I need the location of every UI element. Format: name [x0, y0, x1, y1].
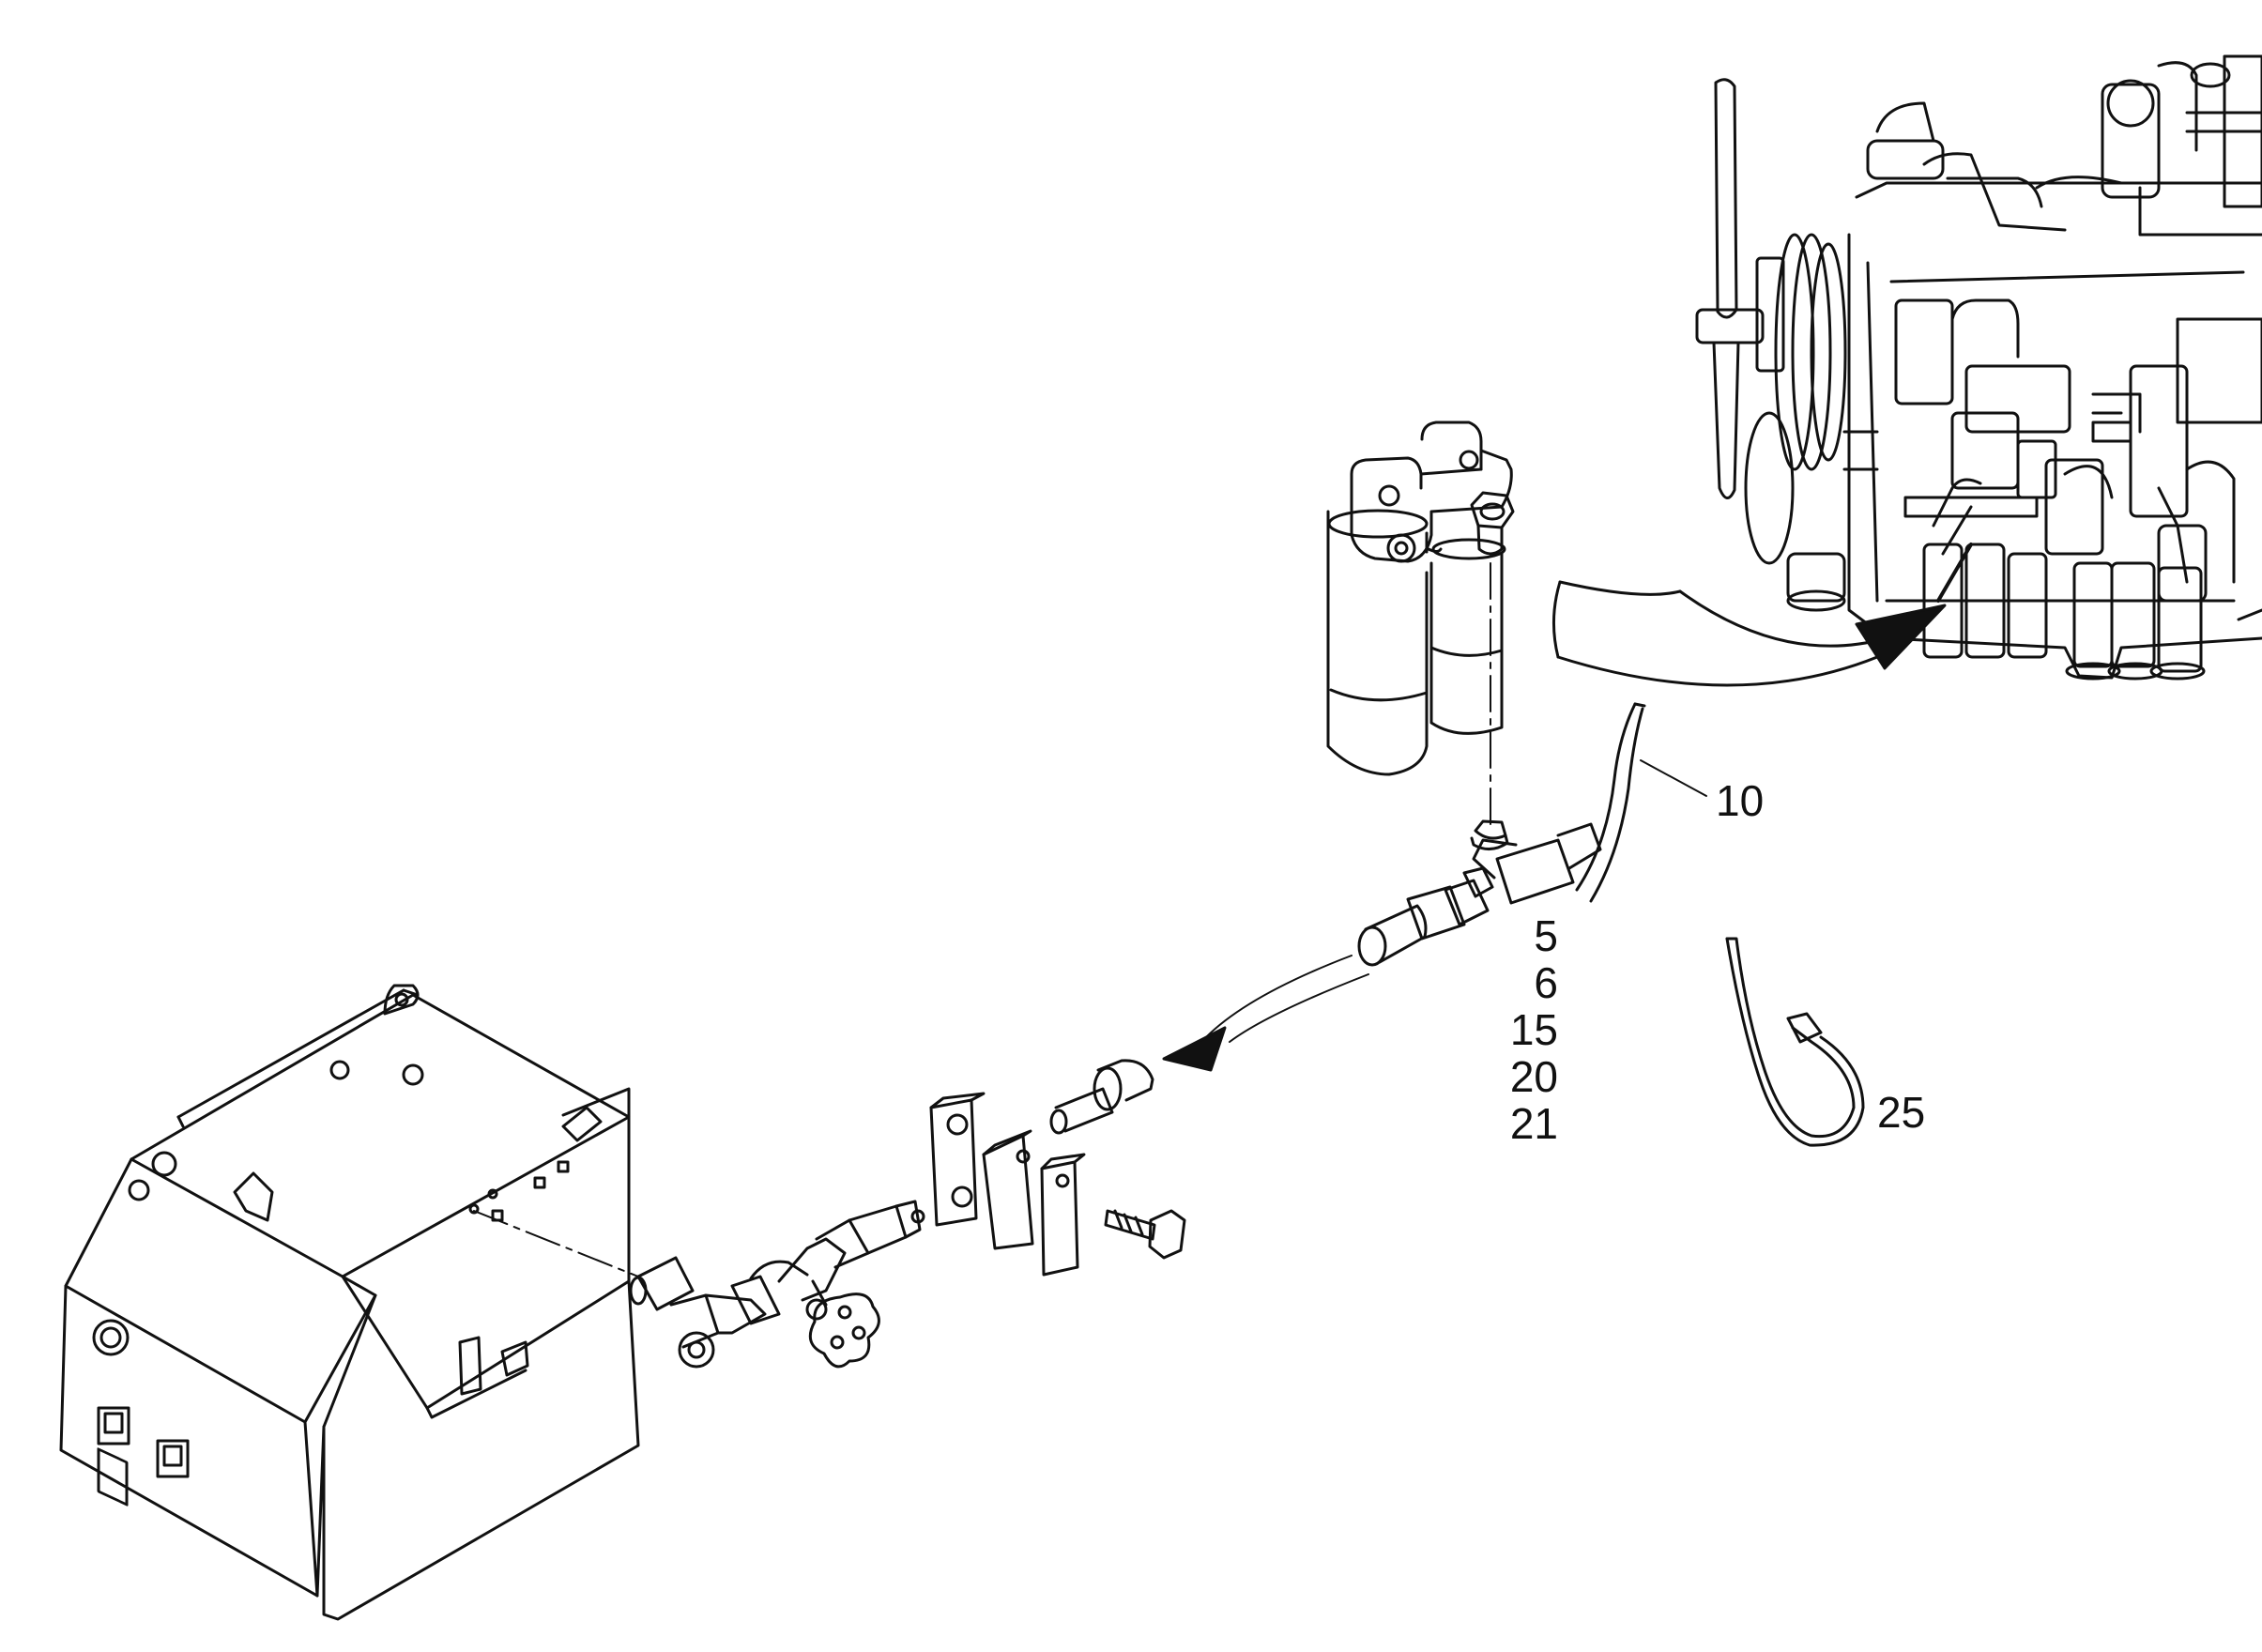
callout-10: 10	[1716, 776, 1765, 825]
hose-fitting	[1049, 1059, 1154, 1135]
heater-box	[59, 984, 640, 1621]
cable-tie	[1725, 937, 1865, 1147]
callout-25: 25	[1877, 1088, 1926, 1137]
hex-bolt	[1104, 1209, 1186, 1260]
fuel-filter-assembly	[1326, 421, 1515, 776]
callout-6: 6	[1534, 958, 1558, 1007]
hose-with-tee-fitting	[1162, 702, 1707, 1072]
engine-reference-arrow	[1552, 580, 1947, 687]
callout-stack-tee: 5 6 15 20 21	[1492, 912, 1558, 1147]
callout-5: 5	[1534, 911, 1558, 960]
callout-15: 15	[1509, 1005, 1558, 1054]
engine-assembly	[1695, 54, 2262, 681]
valve-assembly	[629, 1200, 925, 1369]
callout-20: 20	[1509, 1052, 1558, 1101]
bracket-clamp	[929, 1092, 1086, 1277]
callout-21: 21	[1509, 1099, 1558, 1148]
assembly-center-lines	[473, 562, 1491, 1277]
